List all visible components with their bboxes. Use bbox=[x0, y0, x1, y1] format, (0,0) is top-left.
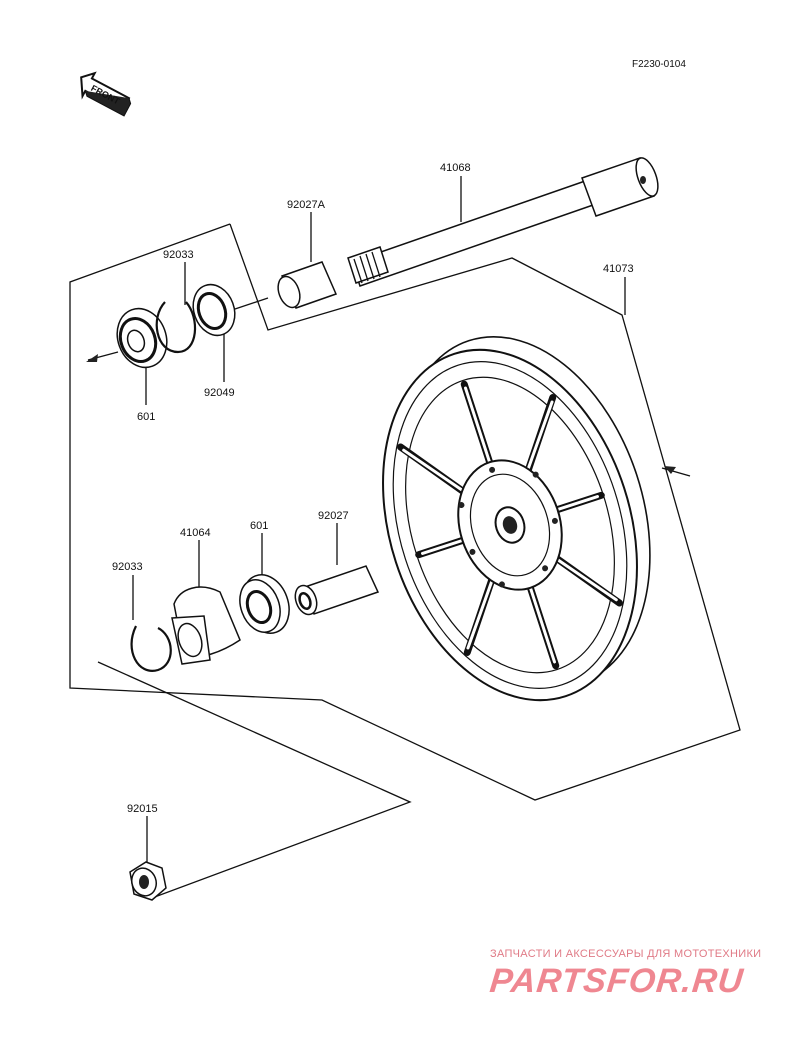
bearing-601-lower bbox=[239, 574, 290, 634]
label-92033-lower: 92033 bbox=[112, 561, 143, 573]
leader-lines bbox=[86, 176, 691, 868]
wheel-41073 bbox=[382, 335, 651, 702]
watermark-logo: PARTSFOR.RU bbox=[488, 962, 746, 1000]
label-601-lower: 601 bbox=[250, 520, 268, 532]
coupling-41064 bbox=[171, 586, 241, 665]
watermark-tagline: ЗАПЧАСТИ И АКСЕССУАРЫ ДЛЯ МОТОТЕХНИКИ bbox=[490, 948, 762, 960]
label-41068: 41068 bbox=[440, 162, 471, 174]
label-601-upper: 601 bbox=[137, 411, 155, 423]
label-92027: 92027 bbox=[318, 510, 349, 522]
assembly-boundary bbox=[69, 223, 741, 899]
circlip-92033-upper bbox=[155, 301, 197, 354]
label-41073: 41073 bbox=[603, 263, 634, 275]
label-41064: 41064 bbox=[180, 527, 211, 539]
label-92049: 92049 bbox=[204, 387, 235, 399]
label-92015: 92015 bbox=[127, 803, 158, 815]
axle-nut-92015 bbox=[129, 861, 167, 901]
bearing-601-upper bbox=[116, 307, 168, 369]
figure-code: F2230-0104 bbox=[632, 59, 686, 70]
circlip-92033-lower bbox=[130, 625, 172, 672]
collar-92027a bbox=[277, 261, 338, 309]
collar-92027 bbox=[294, 565, 380, 616]
label-92027a: 92027A bbox=[287, 199, 326, 211]
front-direction-arrow: FRONT bbox=[80, 71, 132, 117]
axle-41068 bbox=[347, 157, 659, 287]
oil-seal-92049 bbox=[192, 283, 236, 337]
label-92033-upper: 92033 bbox=[163, 249, 194, 261]
